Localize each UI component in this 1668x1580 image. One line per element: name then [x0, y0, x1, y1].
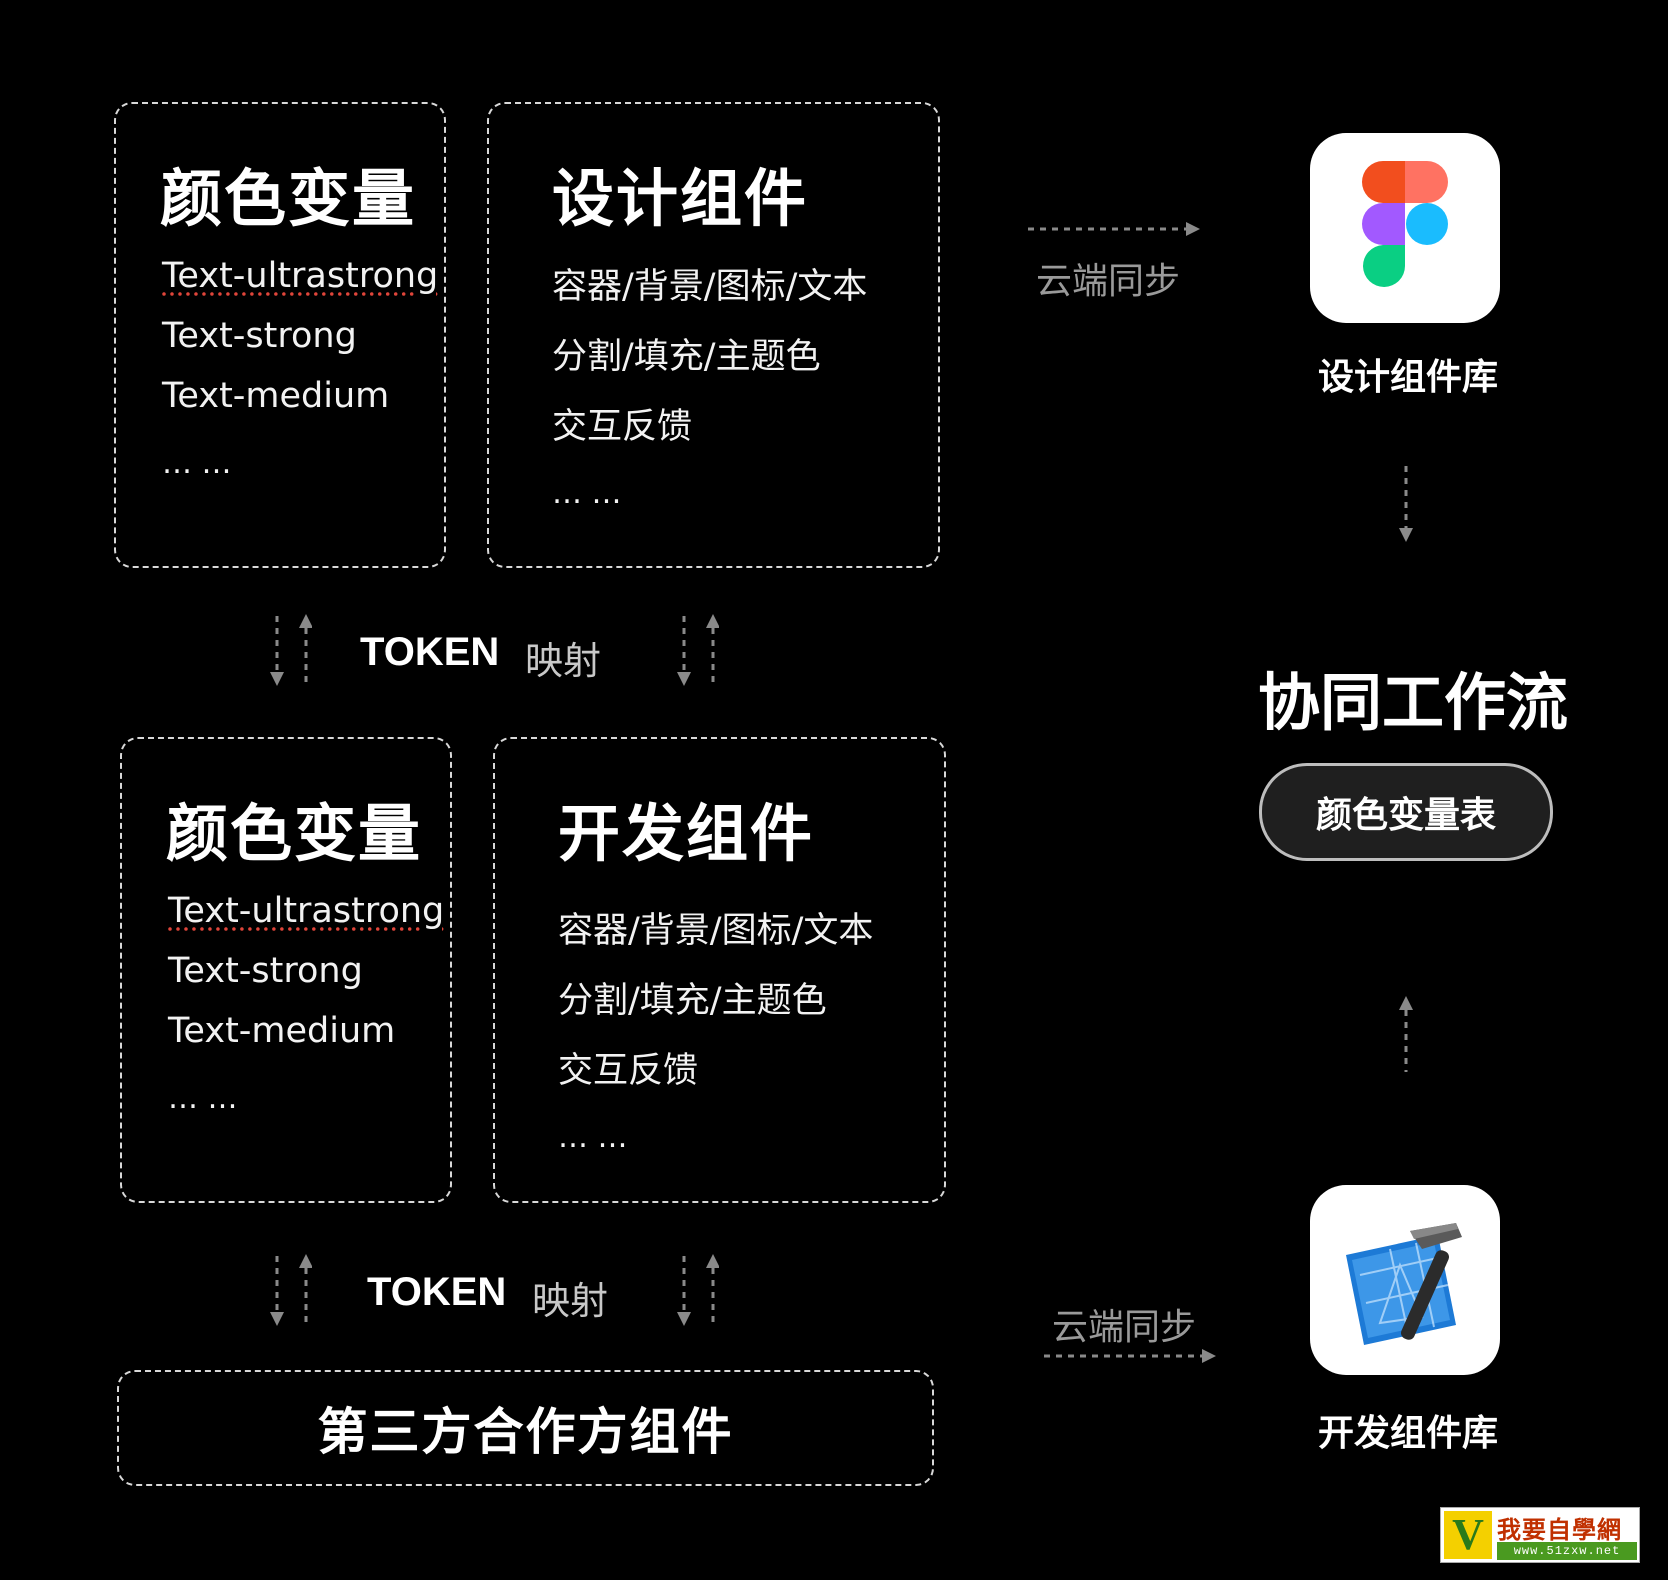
design-color-var-item: Text-strong: [162, 316, 357, 356]
token-mapping-label: 映射: [532, 1279, 609, 1323]
token-label: TOKEN: [367, 1270, 507, 1314]
token-label: TOKEN: [360, 630, 500, 674]
watermark-logo: V 我要自學網 www.51zxw.net: [1440, 1507, 1640, 1563]
design-component-item: 交互反馈: [552, 407, 693, 447]
watermark-v-icon: V: [1444, 1511, 1492, 1559]
workflow-title: 协同工作流: [1258, 666, 1569, 739]
design-color-vars-box: [114, 102, 446, 568]
xcode-icon: [1346, 1223, 1462, 1345]
sync-arrow-right-top: [1028, 222, 1200, 236]
cloud-sync-label-top: 云端同步: [1036, 261, 1181, 302]
design-component-item: 容器/背景/图标/文本: [552, 267, 868, 307]
token-mapping-label: 映射: [525, 639, 602, 683]
design-color-vars-title: 颜色变量: [160, 162, 417, 235]
design-component-item: 分割/填充/主题色: [552, 337, 821, 377]
dev-component-item: … …: [558, 1120, 628, 1155]
token-bidirectional-arrow-left: [270, 614, 312, 686]
arrow-down-to-workflow: [1399, 466, 1413, 542]
watermark-text: 我要自學網: [1497, 1516, 1622, 1544]
color-variable-table-button[interactable]: 颜色变量表: [1259, 763, 1553, 861]
dev-components-title: 开发组件: [558, 797, 815, 870]
dev-component-item: 交互反馈: [558, 1051, 699, 1091]
token-bidirectional-arrow-left: [270, 1254, 312, 1326]
third-party-components-label: 第三方合作方组件: [317, 1403, 734, 1461]
design-color-var-item: … …: [162, 446, 232, 481]
design-components-title: 设计组件: [552, 162, 809, 235]
figma-app-tile: [1310, 133, 1500, 323]
dev-component-item: 分割/填充/主题色: [558, 981, 827, 1021]
dev-color-var-item: Text-medium: [168, 1011, 396, 1051]
arrow-up-to-workflow: [1399, 996, 1413, 1072]
dev-components-box: [493, 737, 946, 1203]
figma-icon: [1362, 161, 1448, 287]
token-bidirectional-arrow-right: [677, 1254, 719, 1326]
watermark-url: www.51zxw.net: [1497, 1542, 1637, 1560]
design-component-item: … …: [552, 476, 622, 511]
dev-color-vars-box: [120, 737, 452, 1203]
third-party-components-box: 第三方合作方组件: [117, 1370, 934, 1486]
design-color-var-item: Text-medium: [162, 376, 390, 416]
dev-color-var-item: Text-strong: [168, 951, 363, 991]
token-bidirectional-arrow-right: [677, 614, 719, 686]
dev-library-label: 开发组件库: [1318, 1413, 1499, 1454]
cloud-sync-label-bottom: 云端同步: [1052, 1307, 1197, 1348]
dev-color-vars-title: 颜色变量: [166, 797, 423, 870]
design-library-label: 设计组件库: [1318, 357, 1499, 398]
design-color-var-item: Text-ultrastrong: [162, 256, 439, 296]
design-components-box: [487, 102, 940, 568]
dev-component-item: 容器/背景/图标/文本: [558, 911, 874, 951]
xcode-app-tile: [1310, 1185, 1500, 1375]
dev-color-var-item: Text-ultrastrong: [168, 891, 445, 931]
sync-arrow-right-bottom: [1044, 1349, 1216, 1363]
dev-color-var-item: … …: [168, 1081, 238, 1116]
